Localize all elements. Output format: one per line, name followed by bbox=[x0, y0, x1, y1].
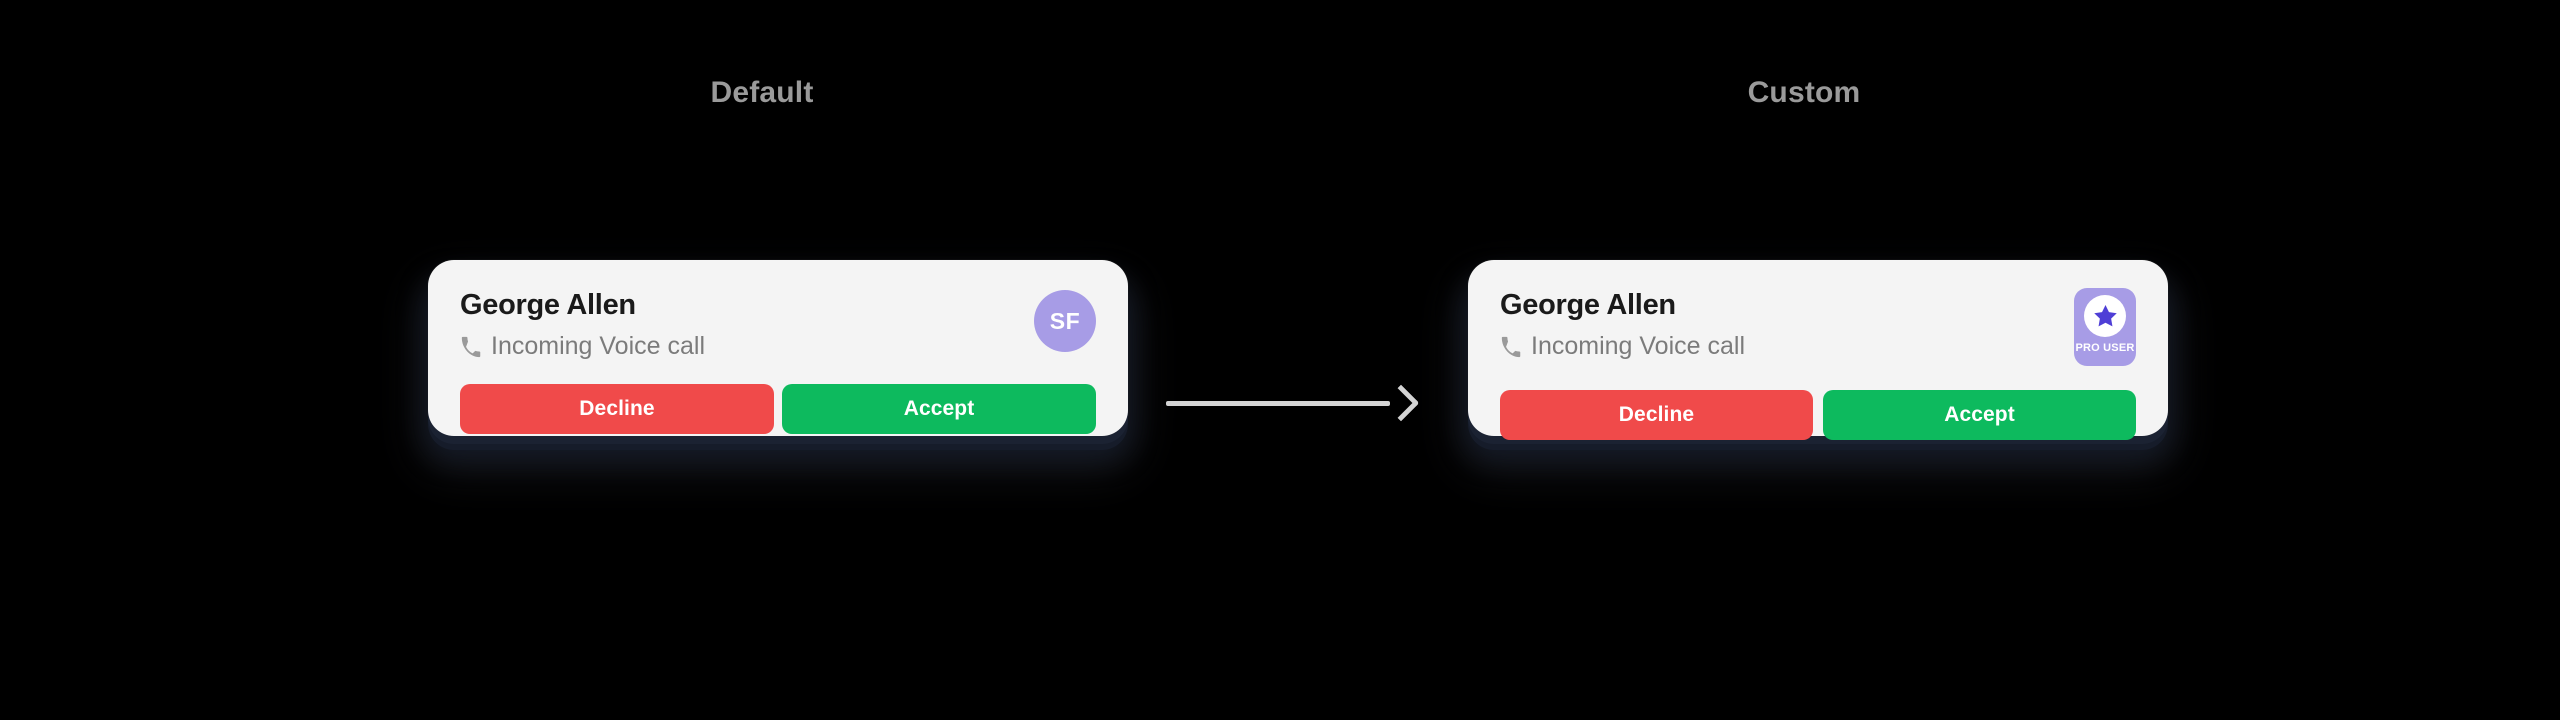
card-header-custom: George Allen Incoming Voice call bbox=[1500, 288, 2136, 366]
arrow-shaft bbox=[1166, 401, 1390, 406]
badge-icon-circle bbox=[2084, 295, 2126, 337]
phone-icon bbox=[460, 336, 482, 358]
caller-name: George Allen bbox=[1500, 289, 1676, 321]
arrow-head bbox=[1382, 384, 1420, 422]
default-card-wrapper: George Allen Incoming Voice call SF Decl… bbox=[428, 260, 1128, 436]
decline-button[interactable]: Decline bbox=[460, 384, 774, 435]
call-actions-custom: Decline Accept bbox=[1500, 390, 2136, 440]
column-heading-default: Default bbox=[710, 76, 814, 109]
avatar: SF bbox=[1034, 290, 1096, 352]
call-actions-default: Decline Accept bbox=[460, 384, 1096, 435]
caller-name: George Allen bbox=[460, 289, 636, 321]
right-arrow-icon bbox=[1166, 382, 1420, 426]
incoming-call-card-custom: George Allen Incoming Voice call bbox=[1468, 260, 2168, 440]
pro-user-badge: PRO USER bbox=[2074, 288, 2136, 366]
call-status-text: Incoming Voice call bbox=[491, 331, 706, 360]
incoming-call-card-default: George Allen Incoming Voice call SF Decl… bbox=[428, 260, 1128, 436]
pro-user-badge-label: PRO USER bbox=[2075, 342, 2135, 354]
call-status-row: Incoming Voice call bbox=[1500, 331, 1746, 361]
caller-info-default: George Allen Incoming Voice call bbox=[460, 288, 705, 360]
decline-button[interactable]: Decline bbox=[1500, 390, 1813, 440]
accept-button[interactable]: Accept bbox=[782, 384, 1096, 435]
phone-icon bbox=[1500, 336, 1522, 358]
column-heading-custom: Custom bbox=[1747, 76, 1861, 109]
star-icon bbox=[2093, 304, 2117, 326]
accept-button[interactable]: Accept bbox=[1823, 390, 2136, 440]
card-header-default: George Allen Incoming Voice call SF bbox=[460, 288, 1096, 360]
call-status-text: Incoming Voice call bbox=[1531, 331, 1746, 360]
caller-info-custom: George Allen Incoming Voice call bbox=[1500, 288, 1745, 360]
custom-card-wrapper: George Allen Incoming Voice call bbox=[1468, 260, 2168, 440]
call-status-row: Incoming Voice call bbox=[460, 331, 706, 361]
